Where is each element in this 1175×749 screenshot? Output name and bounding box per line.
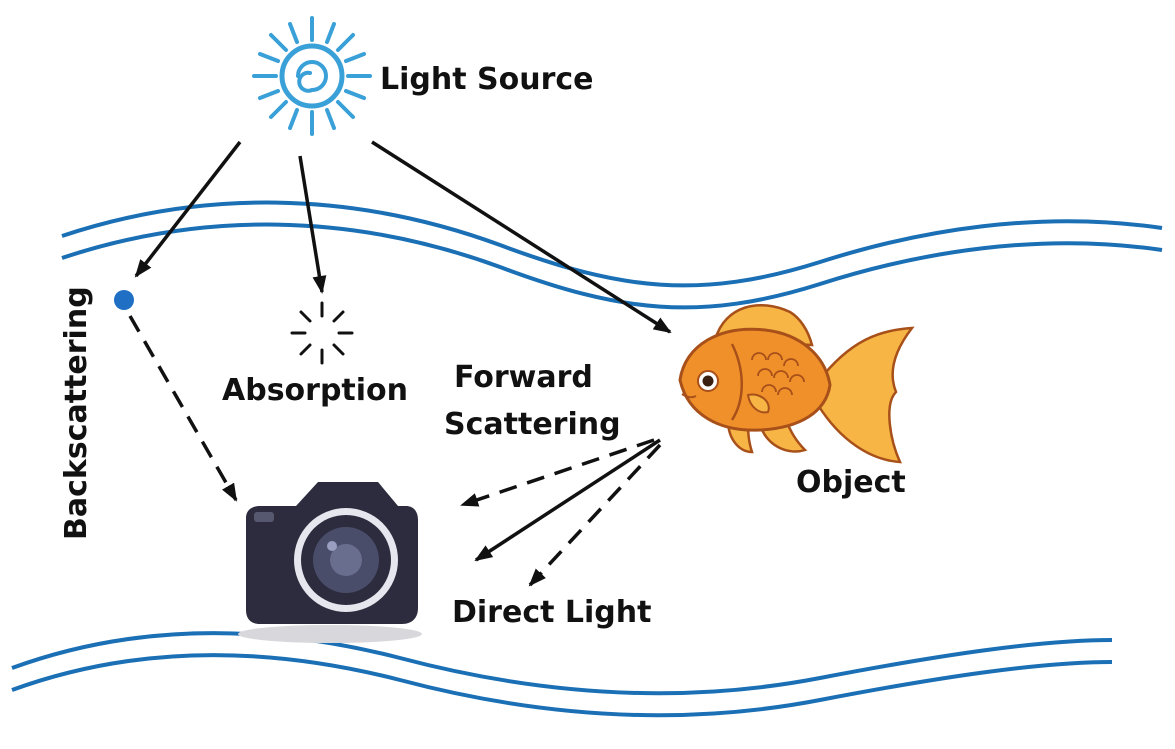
particle-dot-icon xyxy=(114,290,134,310)
wave-line xyxy=(61,222,1163,310)
arrow-direct-light xyxy=(474,438,661,562)
sun-icon xyxy=(252,16,372,136)
forward-scattering-label-line1: Forward xyxy=(454,360,593,395)
backscattering-label: Backscattering xyxy=(59,286,94,540)
water-surface-bottom xyxy=(11,631,1113,718)
water-surface-top xyxy=(61,200,1163,310)
wave-line xyxy=(11,653,1113,718)
forward-scattering-label-line2: Scattering xyxy=(444,407,621,442)
light-source-label: Light Source xyxy=(380,62,594,97)
arrow-forward-scatter-dashed-upper xyxy=(460,438,655,507)
wave-line xyxy=(61,200,1163,288)
object-label: Object xyxy=(796,465,906,500)
camera-icon xyxy=(238,482,422,643)
wave-line xyxy=(11,631,1113,696)
absorption-label: Absorption xyxy=(222,373,408,408)
arrow-backscatter-to-camera xyxy=(128,315,238,502)
direct-light-label: Direct Light xyxy=(452,595,651,630)
arrow-sun-to-absorption xyxy=(298,155,327,294)
arrow-forward-scatter-dashed-lower xyxy=(528,443,662,587)
goldfish-icon xyxy=(678,304,915,464)
arrow-sun-to-particle xyxy=(134,140,242,278)
arrow-sun-to-object xyxy=(371,140,672,334)
absorption-burst-icon xyxy=(290,301,354,365)
